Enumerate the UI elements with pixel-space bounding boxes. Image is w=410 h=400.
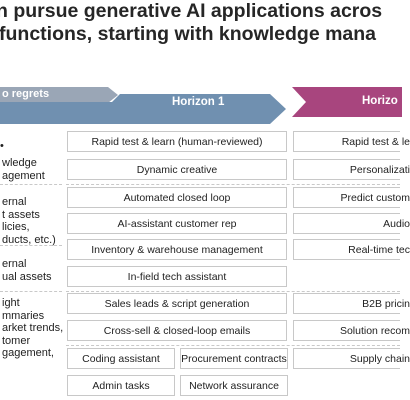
no-regrets-header: o regrets bbox=[0, 87, 120, 103]
row-separator bbox=[0, 245, 62, 246]
left-row-2-line: ducts, etc.) bbox=[2, 233, 56, 246]
left-row-2: ernal t assets licies, ducts, etc.) bbox=[2, 196, 56, 246]
h2-cell-label: Real-time tec bbox=[348, 243, 410, 256]
left-row-1-line: wledge bbox=[2, 157, 37, 169]
h2-cell-label: Supply chain bbox=[349, 352, 410, 365]
h2-cell: Rapid test & le bbox=[293, 131, 410, 152]
page-title: n pursue generative AI applications acro… bbox=[0, 0, 400, 46]
title-line-2: functions, starting with knowledge mana bbox=[0, 23, 377, 45]
h1-cell: Admin tasks bbox=[67, 375, 175, 396]
h1-cell: Inventory & warehouse management bbox=[67, 239, 287, 260]
left-row-3-line: ernal bbox=[2, 258, 27, 270]
left-row-3-line: ual assets bbox=[2, 270, 52, 283]
h1-cell-label: Sales leads & script generation bbox=[104, 297, 250, 310]
h2-cell: Predict custom bbox=[293, 187, 410, 208]
h1-cell-label: Rapid test & learn (human-reviewed) bbox=[91, 135, 263, 148]
left-row-4-line: arket trends, bbox=[2, 322, 64, 334]
row-separator bbox=[0, 291, 62, 292]
h2-cell: B2B pricin bbox=[293, 293, 410, 314]
left-row-2-line: ernal bbox=[2, 196, 27, 208]
h1-cell-label: Automated closed loop bbox=[123, 191, 231, 204]
left-row-4-line: tomer bbox=[2, 334, 31, 347]
h1-cell: AI-assistant customer rep bbox=[67, 213, 287, 234]
h2-cell-label: Personalizati bbox=[349, 163, 410, 176]
h1-cell: Procurement contracts bbox=[180, 348, 288, 369]
h1-cell: Network assurance bbox=[180, 375, 288, 396]
h1-cell: Cross-sell & closed-loop emails bbox=[67, 320, 287, 341]
left-row-1-line: agement bbox=[2, 169, 45, 182]
left-row-2-line: t assets bbox=[2, 208, 40, 221]
left-row-3: ernal ual assets bbox=[2, 258, 52, 283]
horizon-1-label: Horizon 1 bbox=[172, 96, 225, 108]
no-regrets-label: o regrets bbox=[2, 88, 50, 100]
h2-cell: Personalizati bbox=[293, 159, 410, 180]
h1-cell-label: Cross-sell & closed-loop emails bbox=[103, 324, 251, 337]
left-row-4-line: gagement, bbox=[2, 347, 54, 359]
h2-cell: Solution recom bbox=[293, 320, 410, 341]
h1-cell-label: AI-assistant customer rep bbox=[117, 217, 237, 230]
h1-cell-label: In-field tech assistant bbox=[127, 270, 227, 283]
h1-cell-label: Dynamic creative bbox=[136, 163, 218, 176]
left-row-4: ight mmaries arket trends, tomer gagemen… bbox=[2, 297, 63, 360]
h2-cell-label: Rapid test & le bbox=[341, 135, 410, 148]
h2-cell-label: Predict custom bbox=[340, 191, 410, 204]
left-row-4-line: mmaries bbox=[2, 309, 45, 322]
horizon-2-header: Horizo bbox=[292, 87, 402, 117]
row-separator bbox=[66, 345, 400, 346]
row-separator bbox=[0, 184, 62, 185]
h1-cell: Coding assistant bbox=[67, 348, 175, 369]
horizon-2-label: Horizo bbox=[362, 95, 398, 107]
h2-cell: Real-time tec bbox=[293, 239, 410, 260]
left-row-4-line: ight bbox=[2, 297, 20, 309]
h2-cell-label: B2B pricin bbox=[362, 297, 410, 310]
h1-cell-label: Admin tasks bbox=[92, 379, 150, 392]
h1-cell: Sales leads & script generation bbox=[67, 293, 287, 314]
row-separator bbox=[66, 184, 400, 185]
bullet: • bbox=[0, 140, 4, 152]
horizon-1-header bbox=[0, 87, 292, 124]
h1-cell-label: Procurement contracts bbox=[181, 352, 287, 365]
h2-cell: Audio bbox=[293, 213, 410, 234]
h1-cell: In-field tech assistant bbox=[67, 266, 287, 287]
h1-cell: Dynamic creative bbox=[67, 159, 287, 180]
h1-cell: Automated closed loop bbox=[67, 187, 287, 208]
row-separator bbox=[66, 291, 400, 292]
h1-cell-label: Coding assistant bbox=[82, 352, 160, 365]
h1-cell: Rapid test & learn (human-reviewed) bbox=[67, 131, 287, 152]
left-row-1: wledge agement bbox=[2, 157, 45, 182]
h2-cell: Supply chain bbox=[293, 348, 410, 369]
title-line-1: n pursue generative AI applications acro… bbox=[0, 0, 383, 22]
left-row-2-line: licies, bbox=[2, 221, 30, 233]
h2-cell-label: Audio bbox=[383, 217, 410, 230]
h2-cell-label: Solution recom bbox=[339, 324, 410, 337]
h1-cell-label: Network assurance bbox=[189, 379, 279, 392]
h1-cell-label: Inventory & warehouse management bbox=[91, 243, 263, 256]
